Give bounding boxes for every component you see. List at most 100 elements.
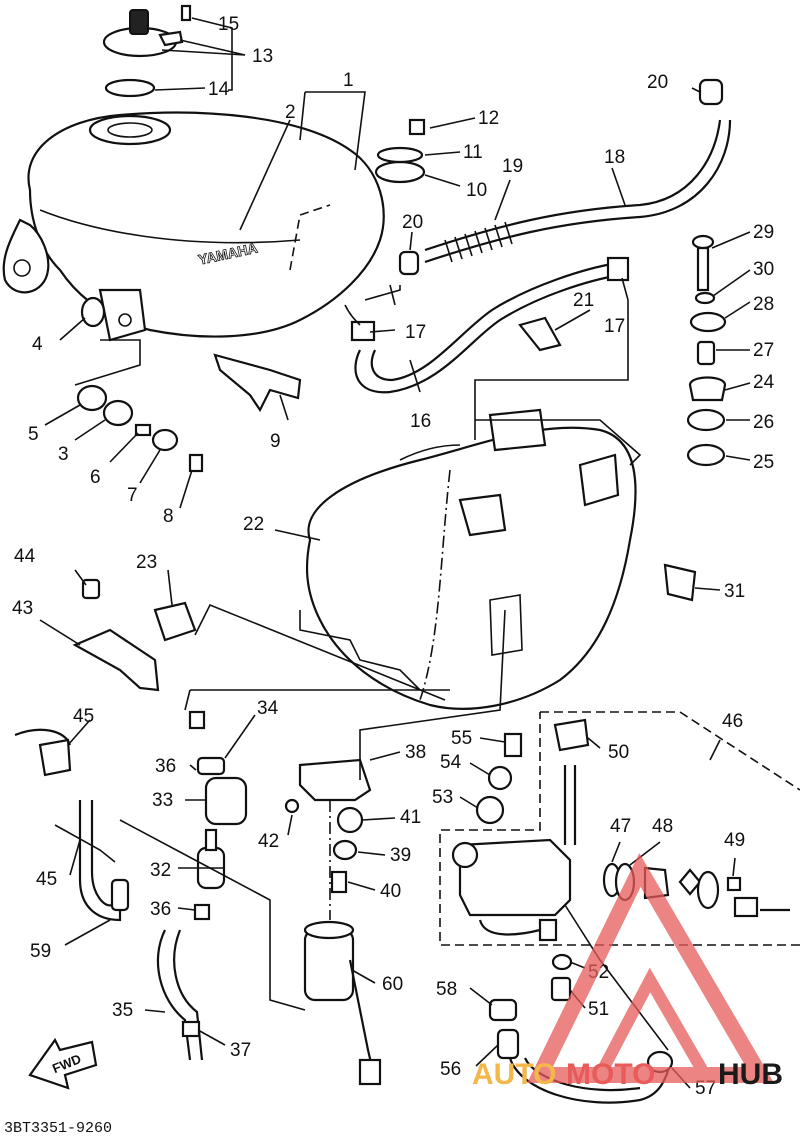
tank-washer-11 (376, 146, 424, 164)
collar-6 (134, 423, 152, 437)
callout-31: 31 (724, 581, 745, 602)
callout-55: 55 (451, 728, 472, 749)
bolt-40 (330, 870, 348, 894)
callout-17-left: 17 (405, 322, 426, 343)
collar-54 (487, 765, 513, 791)
callout-18: 18 (604, 147, 625, 168)
spring-19 (444, 221, 513, 263)
damper-53 (475, 795, 505, 825)
fitting-56 (496, 1028, 520, 1060)
part-code: 3BT3351-9260 (4, 1120, 112, 1136)
hose-34 (196, 756, 226, 776)
grommet-33 (204, 776, 248, 826)
callout-6: 6 (90, 467, 101, 488)
clamp-20-mid (398, 250, 420, 276)
callout-50: 50 (608, 742, 629, 763)
callout-9: 9 (270, 431, 281, 452)
fitting-cover (733, 896, 759, 918)
bracket-9 (213, 353, 302, 413)
nut-42 (284, 798, 300, 814)
hose-35 (156, 929, 192, 1061)
washer-25 (686, 443, 726, 467)
callout-49: 49 (724, 830, 745, 851)
callout-24: 24 (753, 372, 775, 393)
damper-3 (102, 399, 134, 427)
callout-54: 54 (440, 752, 462, 773)
callout-22: 22 (243, 514, 264, 535)
damper-23 (153, 601, 197, 642)
fitting-59 (110, 878, 130, 912)
callout-7: 7 (127, 485, 138, 506)
callout-39: 39 (390, 845, 411, 866)
callout-8: 8 (163, 506, 174, 527)
fuel-tank: YAMAHA (2, 111, 385, 342)
watermark-text: AUTO MOTO HUB (472, 1058, 783, 1091)
fuel-filter-32 (196, 828, 226, 890)
callout-34: 34 (257, 698, 279, 719)
collar-27 (696, 340, 716, 366)
callout-58: 58 (436, 979, 457, 1000)
callout-20-mid: 20 (402, 212, 423, 233)
callout-17-right: 17 (604, 316, 625, 337)
callout-25: 25 (753, 452, 774, 473)
clamp-37 (181, 1020, 201, 1038)
plate-cover (696, 870, 720, 910)
callout-12: 12 (478, 108, 499, 129)
callout-4: 4 (32, 334, 43, 355)
callout-33: 33 (152, 790, 173, 811)
inner-tank-22 (299, 408, 642, 710)
damper-26 (686, 408, 726, 432)
callout-16: 16 (410, 411, 431, 432)
damper-31 (663, 563, 697, 602)
cap-gasket (104, 78, 156, 98)
damper-41 (336, 806, 364, 834)
callout-5: 5 (28, 424, 39, 445)
clamp-17-right (606, 256, 630, 282)
bolt-8 (188, 453, 204, 473)
callout-19: 19 (502, 156, 523, 177)
callout-36-top: 36 (155, 756, 176, 777)
bolt-55 (503, 732, 523, 758)
fuel-cock-46-box (439, 711, 800, 946)
clamp-36-top (188, 710, 206, 730)
washer-7 (151, 428, 179, 452)
callout-40: 40 (380, 881, 401, 902)
callout-14: 14 (208, 79, 230, 100)
leader-lines (39, 17, 751, 1089)
bowl-51 (550, 976, 572, 1002)
callout-53: 53 (432, 787, 453, 808)
forward-arrow-icon: FWD (28, 1037, 98, 1090)
callout-1: 1 (343, 70, 354, 91)
callout-20-top: 20 (647, 72, 668, 93)
callout-30: 30 (753, 259, 774, 280)
callout-37: 37 (230, 1040, 251, 1061)
bracket-43 (72, 628, 160, 692)
breather-hose-18 (424, 119, 722, 252)
svg-text:AUTO: AUTO (472, 1058, 556, 1091)
callout-38: 38 (405, 742, 426, 763)
plate-50 (553, 718, 590, 752)
callout-10: 10 (466, 180, 487, 201)
callout-2: 2 (285, 102, 296, 123)
callout-48: 48 (652, 816, 673, 837)
collar-39 (332, 839, 358, 861)
washer-5 (76, 384, 108, 412)
callout-28: 28 (753, 294, 774, 315)
callout-32: 32 (150, 860, 171, 881)
callout-35: 35 (112, 1000, 133, 1021)
callout-3: 3 (58, 444, 69, 465)
callout-46: 46 (722, 711, 743, 732)
callout-56: 56 (440, 1059, 461, 1080)
callout-44: 44 (14, 546, 36, 567)
callout-27: 27 (753, 340, 774, 361)
bolt-29 (696, 246, 710, 292)
gasket-52 (551, 953, 573, 971)
callout-29: 29 (753, 222, 774, 243)
callout-41: 41 (400, 807, 421, 828)
callout-47: 47 (610, 816, 631, 837)
callout-21: 21 (573, 290, 594, 311)
callout-26: 26 (753, 412, 774, 433)
watermark-logo (527, 853, 774, 1083)
clamp-58 (488, 998, 518, 1022)
